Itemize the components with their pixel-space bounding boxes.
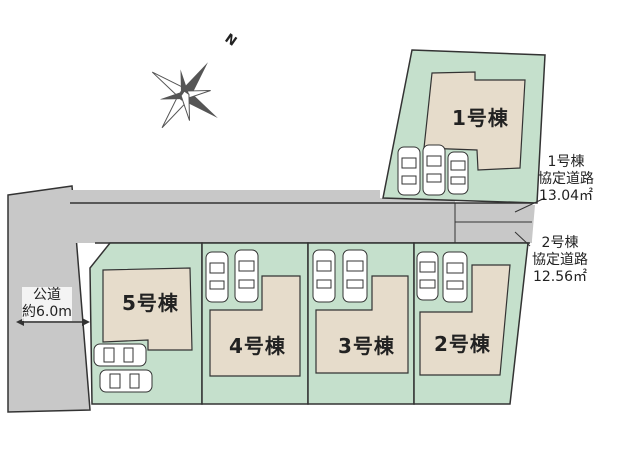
building-1-label: 1号棟 <box>452 106 509 130</box>
car-lot3-a <box>312 249 336 303</box>
agreement-road-1-area: 13.04㎡ <box>538 188 594 204</box>
car-lot5-a <box>93 343 147 367</box>
agreement-road-2-type: 協定道路 <box>532 252 588 268</box>
building-2-label: 2号棟 <box>434 332 491 356</box>
car-lot1-c <box>447 151 469 195</box>
car-lot4-b <box>234 249 259 303</box>
car-lot2-a <box>416 251 439 301</box>
car-lot2-b <box>442 251 468 303</box>
building-5-label: 5号棟 <box>122 291 179 315</box>
agreement-road-2-area: 12.56㎡ <box>532 269 588 285</box>
building-3-label: 3号棟 <box>338 334 395 358</box>
car-lot1-b <box>422 144 446 196</box>
main-lane <box>70 203 532 243</box>
agreement-road-2-label: 2号棟 協定道路 12.56㎡ <box>532 235 588 286</box>
car-lot4-a <box>205 251 229 303</box>
car-lot3-b <box>342 249 368 303</box>
public-road-name: 公道 <box>32 287 61 303</box>
agreement-road-2-building: 2号棟 <box>541 235 579 251</box>
agreement-road-1-label: 1号棟 協定道路 13.04㎡ <box>538 154 594 205</box>
building-4 <box>209 275 301 377</box>
building-3 <box>315 275 409 374</box>
public-road-label: 公道 約6.0m <box>22 287 72 321</box>
public-road-width: 約6.0m <box>22 304 72 320</box>
compass-rose-icon <box>151 62 218 129</box>
building-4-label: 4号棟 <box>229 334 286 358</box>
car-lot5-b <box>99 369 153 393</box>
car-lot1-a <box>397 146 421 196</box>
leader-line-1 <box>514 197 546 213</box>
leader-line-2 <box>514 231 531 247</box>
agreement-road-1-type: 協定道路 <box>538 171 594 187</box>
building-5 <box>102 267 193 351</box>
building-2 <box>419 264 511 376</box>
agreement-road-1-building: 1号棟 <box>547 154 585 170</box>
